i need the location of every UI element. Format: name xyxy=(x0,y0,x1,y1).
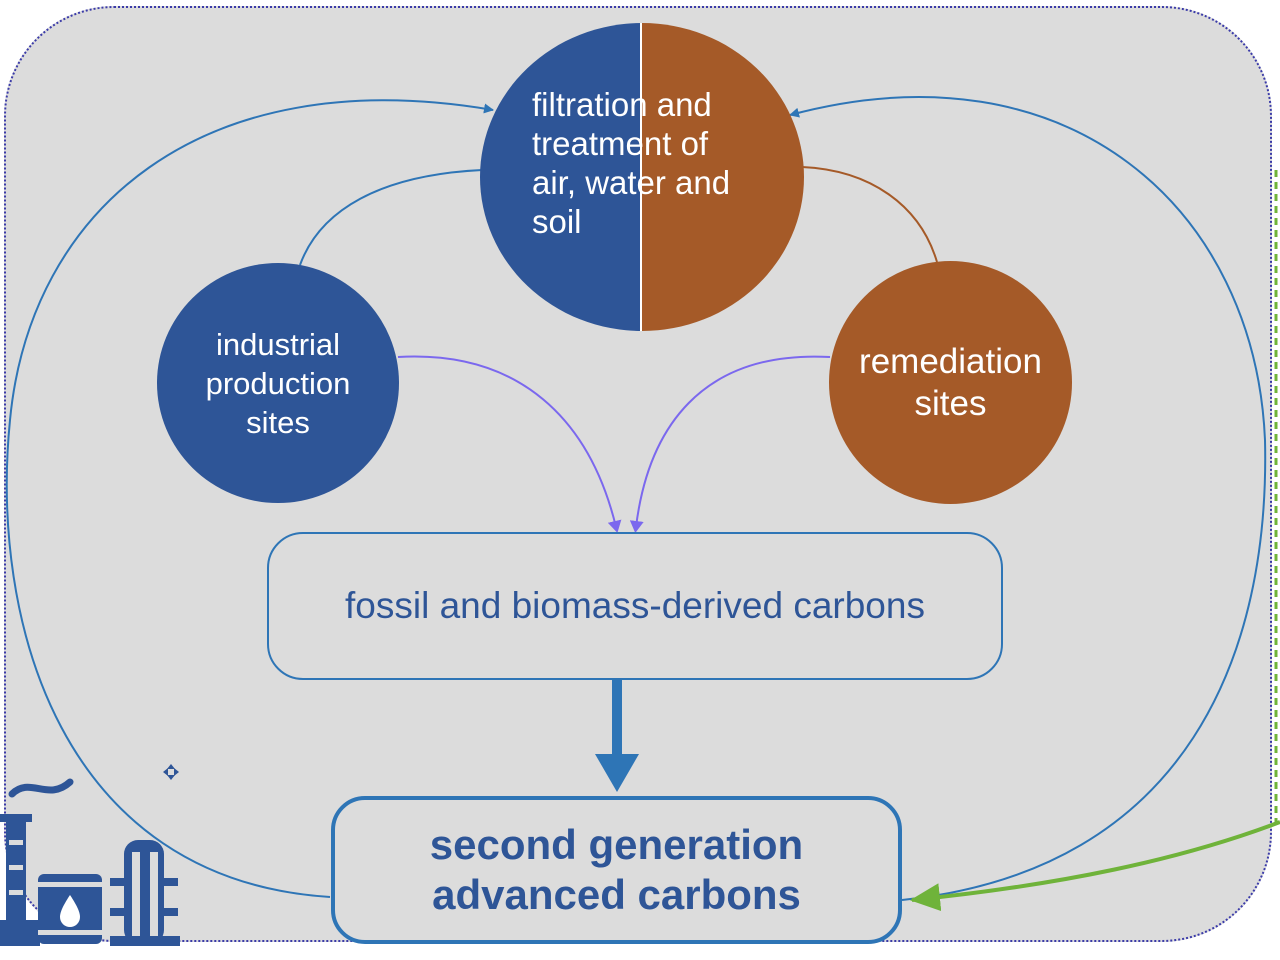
arrow-industrial-to-fossil xyxy=(397,355,622,533)
remediation-label-line: remediation xyxy=(859,341,1042,381)
filtration-label-line: treatment of xyxy=(532,125,709,162)
filtration-node: filtration and treatment of air, water a… xyxy=(480,23,804,331)
industrial-label-line: sites xyxy=(246,404,310,440)
green-arrow-external xyxy=(910,820,1280,912)
industrial-label-line: production xyxy=(205,365,351,401)
filtration-label-line: air, water and xyxy=(532,164,731,201)
filtration-label-line: filtration and xyxy=(532,86,712,123)
second-generation-label-line: second generation xyxy=(429,821,804,868)
factory-icon xyxy=(0,778,74,946)
link-industrial-filtration xyxy=(299,169,483,266)
refinery-tank-icon xyxy=(110,840,180,946)
second-generation-label: second generation advanced carbons xyxy=(430,820,803,920)
fossil-carbons-label: fossil and biomass-derived carbons xyxy=(345,585,925,626)
remediation-node: remediation sites xyxy=(829,261,1072,504)
link-remediation-filtration xyxy=(801,166,938,263)
loop-arrow-right xyxy=(789,96,1267,901)
arrow-fossil-to-second xyxy=(595,680,639,792)
industrial-label-line: industrial xyxy=(215,326,341,362)
oil-barrel-icon xyxy=(38,874,102,944)
remediation-label-line: sites xyxy=(914,383,987,423)
industrial-label: industrial production sites xyxy=(206,325,351,442)
filtration-label-line: soil xyxy=(532,203,582,240)
second-generation-label-line: advanced carbons xyxy=(432,871,801,918)
loop-arrow-left xyxy=(5,99,494,898)
move-cursor-icon xyxy=(163,764,179,780)
industrial-node: industrial production sites xyxy=(157,263,399,503)
industry-icon-group xyxy=(0,778,180,946)
fossil-carbons-box: fossil and biomass-derived carbons xyxy=(267,532,1003,680)
arrow-remediation-to-fossil xyxy=(629,355,831,533)
filtration-label: filtration and treatment of air, water a… xyxy=(532,85,772,241)
remediation-label: remediation sites xyxy=(859,341,1042,425)
second-generation-box: second generation advanced carbons xyxy=(331,796,902,944)
